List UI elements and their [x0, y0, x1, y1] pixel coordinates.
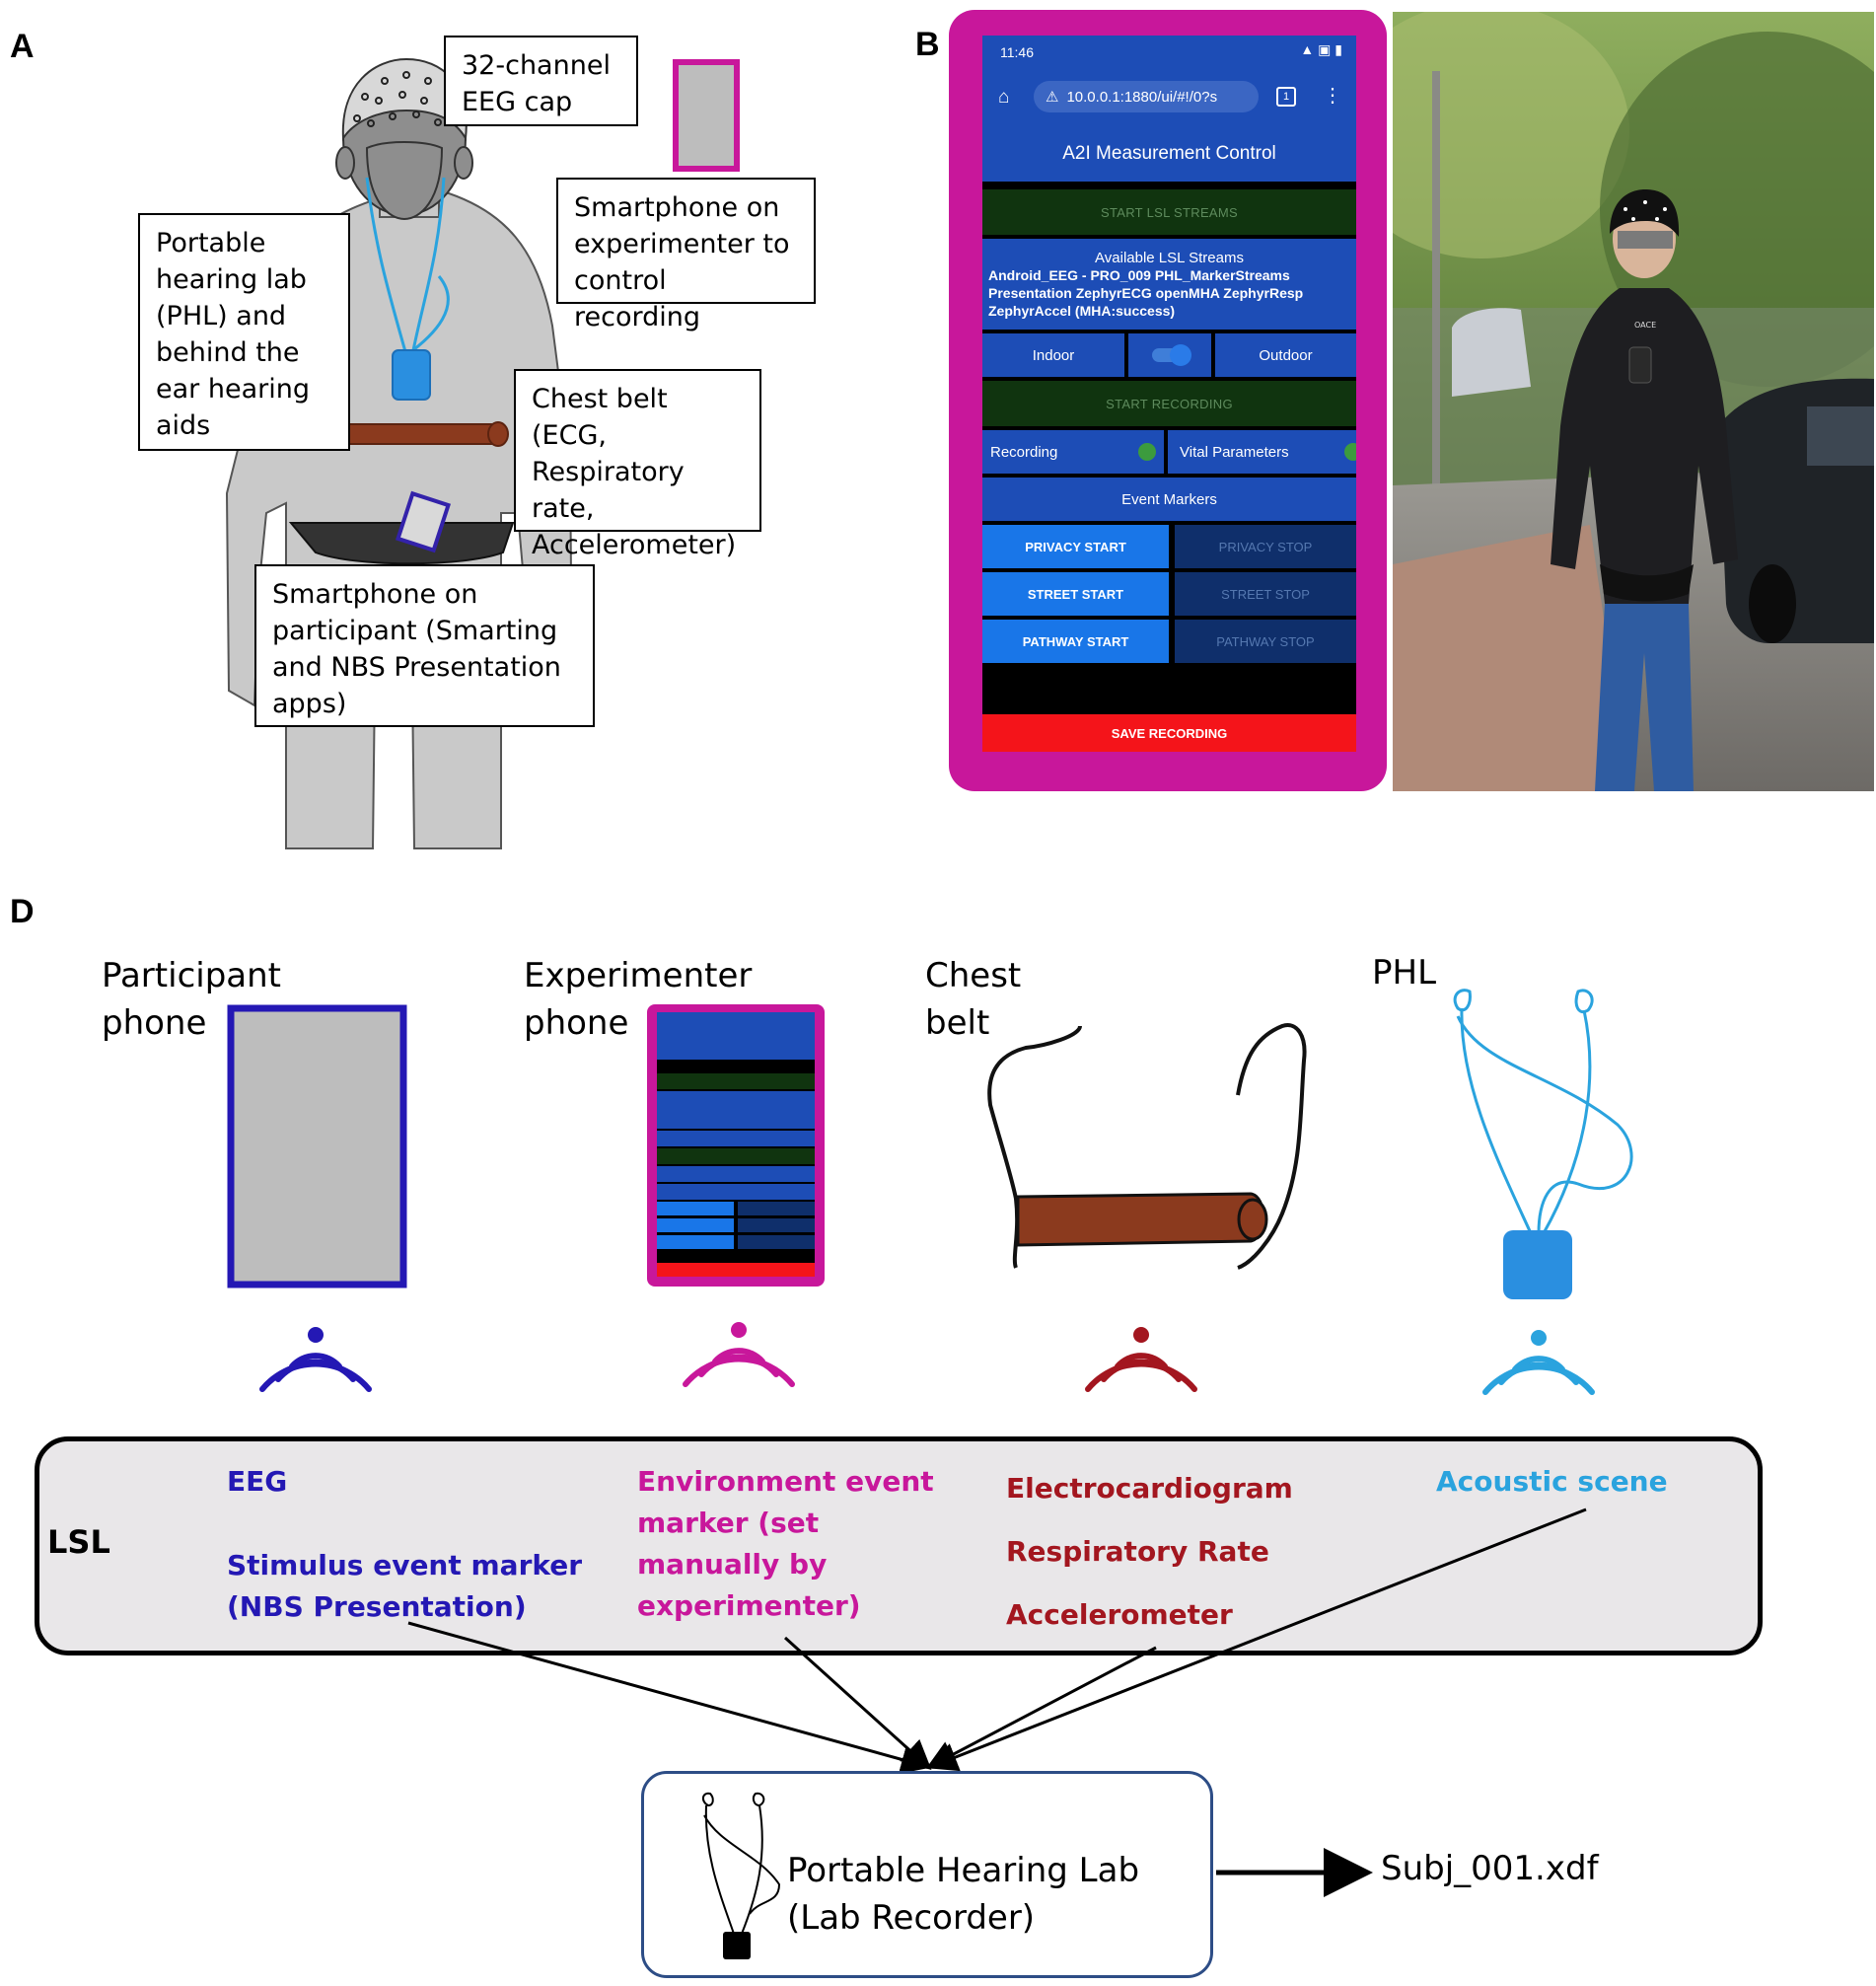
home-icon[interactable]: ⌂	[998, 87, 1010, 108]
stream-respiratory-rate: Respiratory Rate	[1006, 1535, 1269, 1568]
toggle-track	[1152, 344, 1191, 366]
status-time: 11:46	[1000, 44, 1034, 60]
menu-icon[interactable]: ⋮	[1323, 85, 1342, 107]
street-start-button[interactable]: STREET START	[982, 572, 1169, 616]
toggle-thumb	[1170, 344, 1191, 366]
browser-url-bar: ⌂ ⚠ 10.0.0.1:1880/ui/#!/0?s 1 ⋮	[982, 69, 1356, 126]
wifi-icon-experimenter	[683, 1322, 795, 1387]
callout-experimenter-phone: Smartphone on experimenter to control re…	[556, 178, 816, 332]
pathway-stop-button[interactable]: PATHWAY STOP	[1175, 620, 1356, 663]
participant-photo: OACE	[1393, 12, 1874, 791]
available-streams-title: Available LSL Streams	[1095, 249, 1244, 266]
callout-phl: Portable hearing lab (PHL) and behind th…	[138, 213, 350, 451]
participant-photo-drawing: OACE	[1393, 12, 1874, 791]
chest-belt-label: Chest belt	[925, 956, 1022, 1043]
hip-bag-drawing	[288, 522, 515, 565]
wifi-icon-phl	[1482, 1330, 1595, 1395]
outdoor-button[interactable]: Outdoor	[1215, 333, 1356, 377]
app-title: A2I Measurement Control	[982, 126, 1356, 182]
participant-phone-drawing	[395, 490, 452, 553]
event-markers-header: Event Markers	[982, 478, 1356, 521]
status-bar: 11:46 ▲ ▣ ▮	[982, 36, 1356, 69]
output-file-label: Subj_001.xdf	[1381, 1849, 1599, 1888]
phl-icon	[1453, 989, 1633, 1234]
vital-ok-icon	[1344, 443, 1356, 461]
panel-label-a: A	[10, 28, 35, 65]
wifi-icon-participant	[259, 1327, 372, 1392]
photo-hoodie-badge: OACE	[1634, 321, 1656, 330]
stream-accelerometer: Accelerometer	[1006, 1598, 1233, 1631]
lab-recorder-label: Portable Hearing Lab (Lab Recorder)	[787, 1851, 1140, 1938]
save-recording-button[interactable]: SAVE RECORDING	[982, 714, 1356, 752]
pathway-start-button[interactable]: PATHWAY START	[982, 620, 1169, 663]
start-lsl-streams-button[interactable]: START LSL STREAMS	[982, 189, 1356, 235]
stream-environment-marker: Environment event marker (set manually b…	[637, 1465, 934, 1622]
experimenter-phone-drawing	[673, 59, 740, 172]
arrow-chest	[925, 1646, 1157, 1769]
url-field[interactable]: ⚠ 10.0.0.1:1880/ui/#!/0?s	[1034, 81, 1259, 112]
phl-device-icon	[1503, 1230, 1572, 1299]
experimenter-phone-label: Experimenter phone	[524, 956, 753, 1043]
stream-acoustic-scene: Acoustic scene	[1436, 1465, 1668, 1498]
available-streams-panel: Available LSL Streams Android_EEG - PRO_…	[982, 239, 1356, 330]
recording-label: Recording	[990, 443, 1058, 461]
tabs-icon[interactable]: 1	[1276, 87, 1296, 107]
lsl-label: LSL	[47, 1523, 110, 1561]
callout-chest-belt: Chest belt (ECG, Respiratory rate, Accel…	[514, 369, 761, 560]
panel-label-d: D	[10, 893, 35, 930]
start-recording-button[interactable]: START RECORDING	[982, 381, 1356, 426]
experimenter-phone-mini	[647, 1004, 825, 1287]
wifi-icon-chest	[1085, 1327, 1197, 1392]
stream-eeg: EEG	[227, 1465, 288, 1498]
stream-ecg: Electrocardiogram	[1006, 1472, 1293, 1505]
callout-participant-phone: Smartphone on participant (Smarting and …	[254, 564, 595, 727]
street-stop-button[interactable]: STREET STOP	[1175, 572, 1356, 616]
vital-parameters-status: Vital Parameters	[1168, 430, 1356, 474]
recording-status: Recording	[982, 430, 1164, 474]
url-text: 10.0.0.1:1880/ui/#!/0?s	[1066, 88, 1218, 106]
vital-parameters-label: Vital Parameters	[1180, 443, 1289, 461]
stream-stimulus-marker: Stimulus event marker (NBS Presentation)	[227, 1549, 583, 1623]
participant-phone-icon	[227, 1004, 407, 1288]
recorder-phl-icon	[702, 1792, 781, 1959]
callout-eeg-cap: 32-channel EEG cap	[444, 36, 638, 126]
phl-cable-drawing	[365, 177, 450, 357]
participant-phone-label: Participant phone	[102, 956, 282, 1043]
arrow-acoustic	[927, 1508, 1587, 1772]
arrow-environment	[783, 1636, 932, 1771]
phl-device-drawing	[392, 349, 431, 401]
available-streams-list: Android_EEG - PRO_009 PHL_MarkerStreams …	[988, 266, 1304, 319]
panel-label-b: B	[915, 26, 940, 63]
phl-label: PHL	[1372, 953, 1437, 993]
warning-icon: ⚠	[1046, 89, 1059, 106]
privacy-start-button[interactable]: PRIVACY START	[982, 525, 1169, 568]
arrow-stimulus	[407, 1621, 931, 1775]
indoor-button[interactable]: Indoor	[982, 333, 1124, 377]
environment-toggle[interactable]	[1128, 333, 1211, 377]
lsl-panel	[35, 1436, 1763, 1655]
recording-ok-icon	[1138, 443, 1156, 461]
privacy-stop-button[interactable]: PRIVACY STOP	[1175, 525, 1356, 568]
status-icons: ▲ ▣ ▮	[1300, 41, 1342, 57]
experimenter-phone-screen: 11:46 ▲ ▣ ▮ ⌂ ⚠ 10.0.0.1:1880/ui/#!/0?s …	[982, 36, 1356, 752]
